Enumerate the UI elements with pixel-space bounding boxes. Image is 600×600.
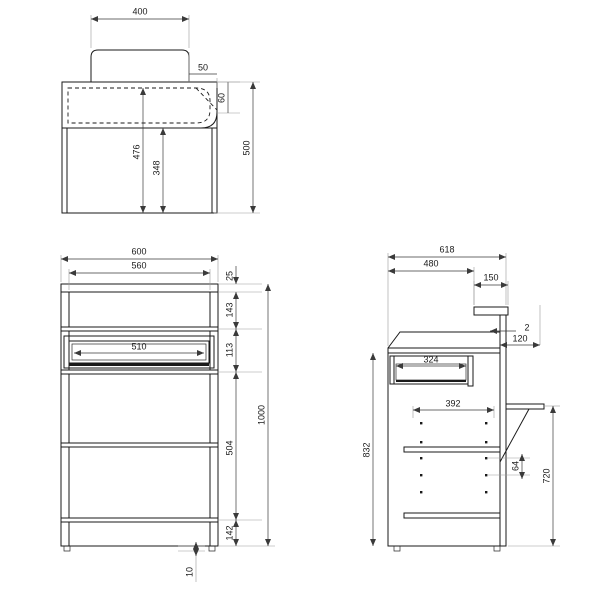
side-view-drawer-right-face — [467, 355, 474, 387]
dim-tv-348-label: 348 — [151, 160, 161, 175]
dim-sv-2-label: 2 — [524, 322, 529, 332]
dim-tv-476-label: 476 — [131, 144, 141, 159]
pin-hole — [420, 457, 423, 460]
dim-fv-510-label: 510 — [131, 341, 146, 351]
dim-fv-1000-label: 1000 — [256, 405, 266, 425]
side-view-mid-shelf — [403, 446, 501, 453]
side-view-foot-right — [493, 546, 501, 552]
dim-sv-64-label: 64 — [510, 461, 520, 471]
top-view: 400 50 60 476 348 500 — [61, 6, 260, 214]
side-view-top-cap — [473, 306, 509, 316]
pin-hole — [420, 474, 423, 477]
pin-hole — [485, 457, 488, 460]
side-view-side-shelf — [505, 403, 545, 410]
side-view-rear-post — [499, 307, 507, 547]
dim-tv-400-label: 400 — [132, 6, 147, 16]
front-view-drawer-front-inner — [71, 343, 207, 361]
side-view-bracket-support — [499, 408, 530, 463]
dim-tv-500-label: 500 — [241, 140, 251, 155]
dim-fv-560-label: 560 — [131, 260, 146, 270]
front-view-mid-shelf-rail — [60, 442, 219, 448]
dim-fv-10-label: 10 — [184, 567, 194, 577]
top-view-outer-body — [61, 81, 218, 214]
dim-sv-618-label: 618 — [439, 244, 454, 254]
front-view-drawer-housing — [63, 335, 215, 369]
dim-sv-120-label: 120 — [512, 333, 527, 343]
dim-sv-720-label: 720 — [541, 468, 551, 483]
pin-hole — [420, 491, 423, 494]
pin-hole — [485, 474, 488, 477]
front-view-lower-rail — [60, 517, 219, 523]
top-view-hidden-cushion-edge — [67, 87, 211, 124]
dim-fv-113-label: 113 — [224, 343, 234, 357]
side-view-worktop — [387, 347, 501, 354]
pin-hole — [485, 422, 488, 425]
pin-hole — [485, 491, 488, 494]
dim-fv-504-label: 504 — [224, 440, 234, 455]
front-view-worktop — [60, 283, 219, 293]
dim-sv-324-label: 324 — [423, 354, 438, 364]
top-view-backrest — [90, 49, 190, 83]
pin-hole — [420, 441, 423, 444]
front-view-drawer-shadow-bar — [69, 363, 209, 366]
side-view-foot-left — [393, 546, 401, 552]
dim-fv-142-label: 142 — [224, 525, 234, 540]
dim-sv-480-label: 480 — [423, 258, 438, 268]
side-view-drawer-box — [395, 363, 467, 381]
front-view-upper-rail — [60, 326, 219, 332]
dim-fv-143-label: 143 — [224, 302, 234, 317]
dim-sv-392-label: 392 — [445, 398, 460, 408]
side-view-drawer-left-face — [389, 355, 395, 385]
side-view-shelf-pin-holes — [420, 422, 488, 494]
dim-sv-150-label: 150 — [483, 272, 498, 282]
top-view-cushion-outline — [62, 82, 218, 129]
dim-tv-60-label: 60 — [216, 93, 226, 103]
dim-fv-25-label: 25 — [224, 271, 234, 281]
dim-fv-600-label: 600 — [131, 246, 146, 256]
side-view: 618 480 150 2 120 324 392 64 832 — [361, 244, 560, 552]
side-view-drawer-shadow — [396, 380, 466, 382]
pin-hole — [420, 422, 423, 425]
dim-tv-50-label: 50 — [198, 62, 208, 72]
front-view-foot-right — [208, 546, 216, 552]
front-view-foot-left — [63, 546, 71, 552]
front-view-rail-under-drawer — [60, 369, 219, 375]
front-view: 600 560 510 25 143 113 504 142 100 — [60, 246, 275, 582]
side-view-lower-shelf — [403, 512, 501, 519]
dim-sv-832-label: 832 — [361, 442, 371, 457]
pin-hole — [485, 441, 488, 444]
top-view-hidden-corner-chamfer — [195, 87, 218, 111]
